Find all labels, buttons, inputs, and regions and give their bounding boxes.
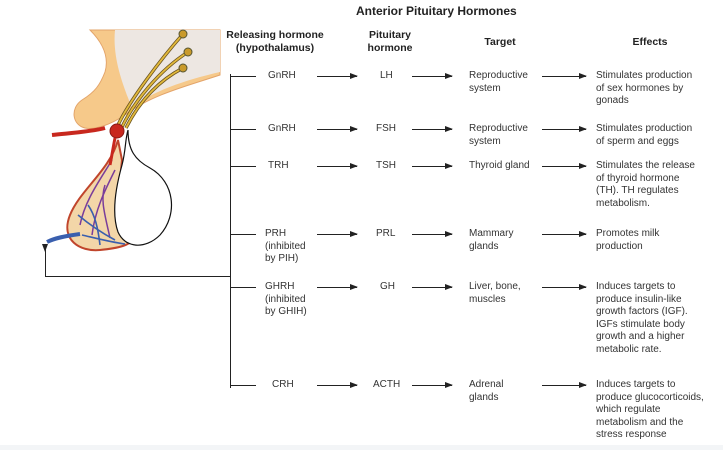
arrow-to-pituitary [317, 163, 358, 169]
bracket-tick [230, 385, 256, 386]
capillary-plexus [109, 123, 125, 139]
arrow-to-effects [542, 163, 587, 169]
arrow-to-target [412, 73, 453, 79]
neuron-body-icon [178, 63, 188, 73]
feedback-arrowhead-icon [42, 244, 48, 252]
arrow-to-pituitary [317, 126, 358, 132]
arrow-to-effects [542, 126, 587, 132]
pituitary-hormone: ACTH [373, 379, 401, 390]
feedback-line-vertical [45, 244, 46, 276]
neuron-body-icon [183, 47, 193, 57]
bracket-tick [230, 129, 256, 130]
arrow-to-effects [542, 231, 587, 237]
bracket-tick [230, 166, 256, 167]
releasing-hormone: GnRH [268, 70, 296, 81]
releasing-hormone: CRH [272, 379, 294, 390]
arrow-to-pituitary [317, 73, 358, 79]
arrow-to-target [412, 382, 453, 388]
header-pituitary-hormone: Pituitary hormone [367, 29, 413, 54]
pituitary-hormone: FSH [376, 123, 396, 134]
pituitary-hormone: PRL [376, 228, 396, 239]
arrow-to-target [412, 284, 453, 290]
pituitary-hormone: TSH [376, 160, 396, 171]
neuron-body-icon [178, 29, 188, 39]
artery [51, 126, 106, 137]
target: Liver, bone,muscles [469, 281, 521, 305]
posterior-pituitary [114, 129, 173, 246]
bottom-band [0, 445, 723, 450]
bracket-tick [230, 76, 256, 77]
bracket-tick [230, 287, 256, 288]
arrow-to-pituitary [317, 231, 358, 237]
arrow-to-effects [542, 382, 587, 388]
feedback-line-horizontal [45, 276, 231, 277]
pituitary-hormone: LH [380, 70, 393, 81]
releasing-hormone: TRH [268, 160, 289, 171]
diagram-title: Anterior Pituitary Hormones [356, 4, 517, 18]
hypothalamus-pituitary-illustration [46, 29, 221, 252]
arrow-to-effects [542, 73, 587, 79]
bracket-vertical [230, 74, 231, 388]
arrow-to-pituitary [317, 284, 358, 290]
arrow-to-target [412, 126, 453, 132]
arrow-to-target [412, 231, 453, 237]
arrow-to-target [412, 163, 453, 169]
target: Thyroid gland [469, 160, 530, 171]
releasing-hormone: GnRH [268, 123, 296, 134]
pituitary-hormone: GH [380, 281, 395, 292]
header-releasing-hormone: Releasing hormone (hypothalamus) [226, 29, 324, 54]
bracket-tick [230, 234, 256, 235]
arrow-to-effects [542, 284, 587, 290]
vein [46, 232, 81, 244]
header-effects: Effects [632, 36, 668, 48]
arrow-to-pituitary [317, 382, 358, 388]
header-target: Target [484, 36, 516, 48]
